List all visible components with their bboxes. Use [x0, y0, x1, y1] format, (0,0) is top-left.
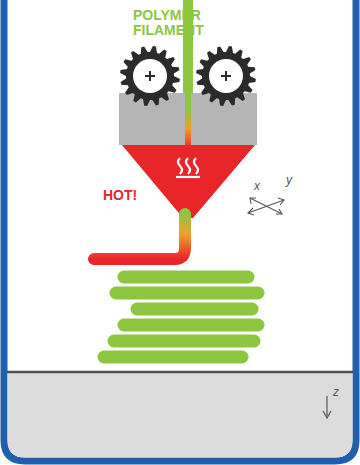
heat-label: HOT!	[103, 188, 137, 203]
drive-gear	[120, 46, 180, 106]
gear-hub	[133, 59, 167, 93]
filament-label: POLYMER FILAMENT	[133, 8, 203, 37]
drive-gear	[196, 46, 256, 106]
gear-hub	[209, 59, 243, 93]
gear-axle	[221, 71, 231, 81]
axis-label: z	[333, 386, 339, 399]
gear-axle	[145, 71, 155, 81]
axis-label: y	[286, 174, 292, 187]
axis-label: x	[254, 180, 260, 193]
